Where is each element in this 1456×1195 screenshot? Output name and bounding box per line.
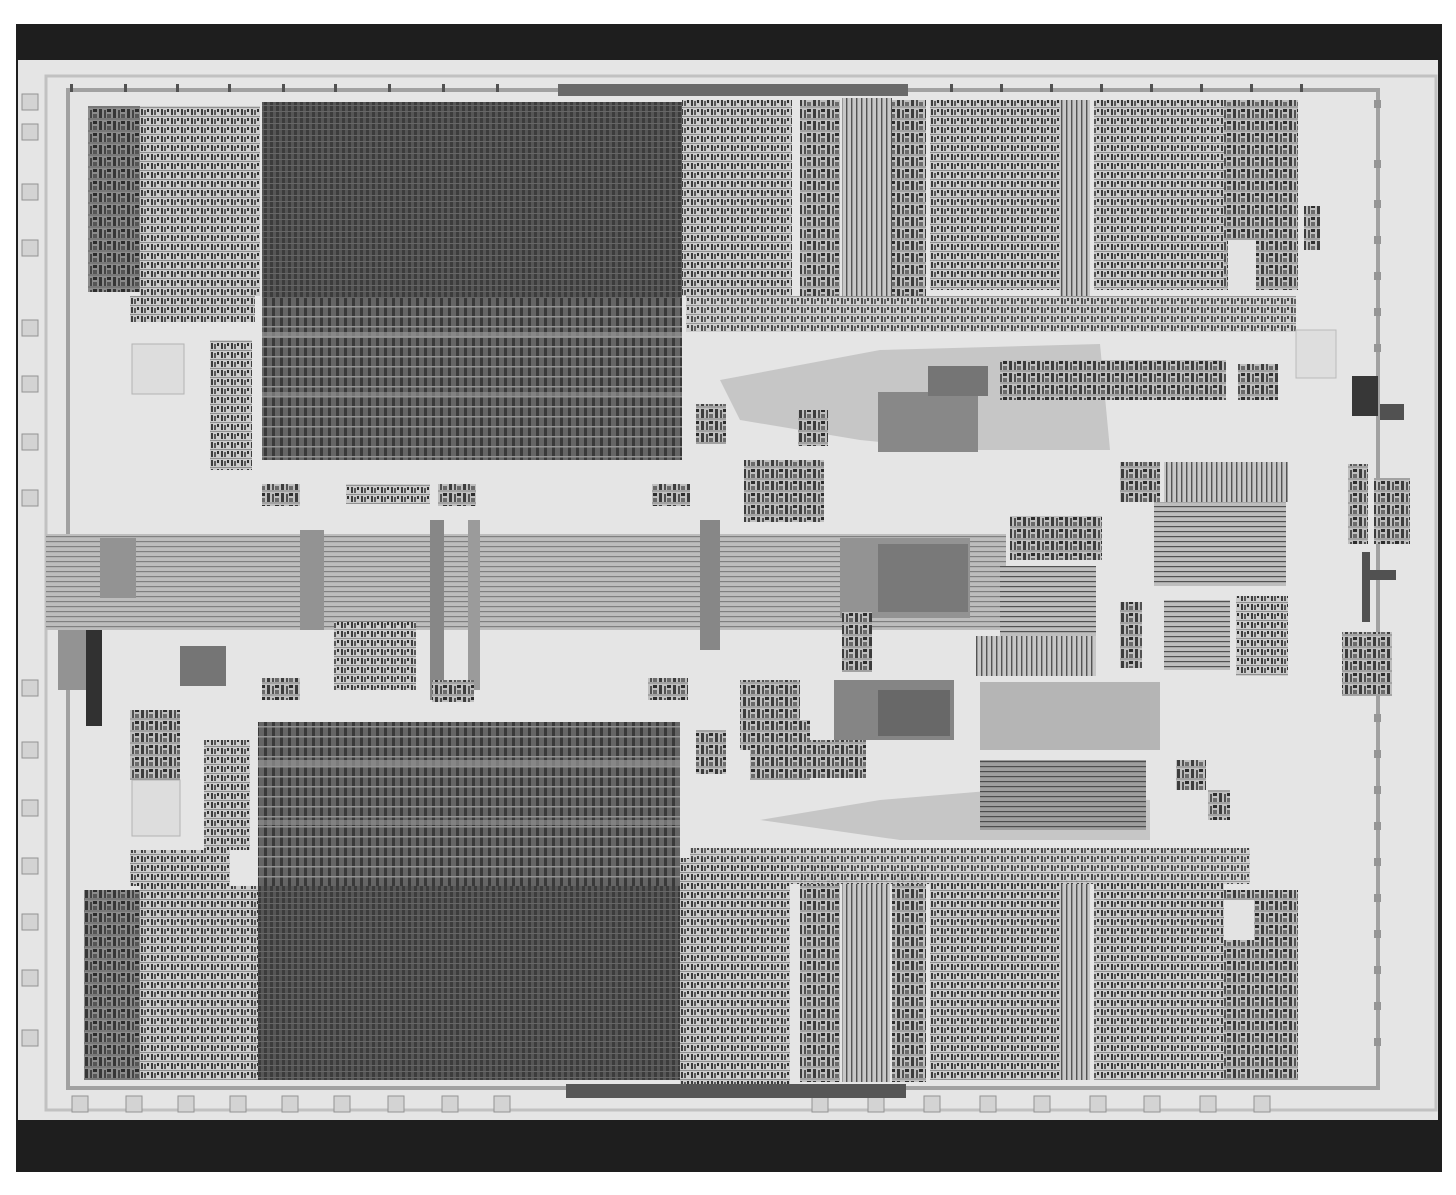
die-photo-viewport: [16, 24, 1442, 1172]
die-photograph: [16, 24, 1442, 1172]
